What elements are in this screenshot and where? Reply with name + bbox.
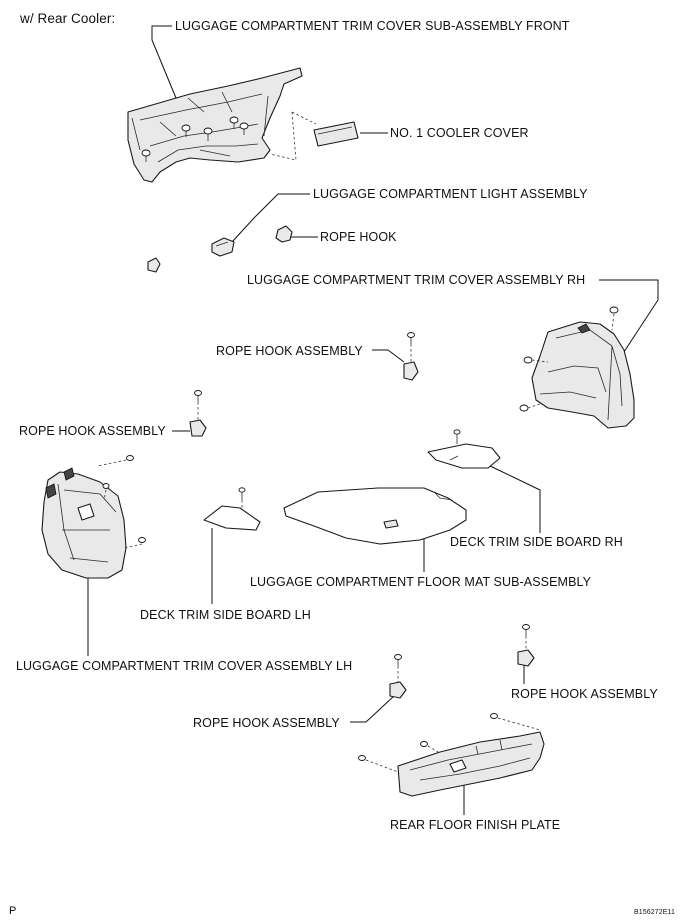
label-rope-hook-assembly-1: ROPE HOOK ASSEMBLY — [216, 344, 363, 358]
trim-cover-rh-part — [519, 306, 635, 429]
label-trim-cover-rh: LUGGAGE COMPARTMENT TRIM COVER ASSEMBLY … — [247, 273, 586, 287]
label-floor-mat: LUGGAGE COMPARTMENT FLOOR MAT SUB-ASSEMB… — [250, 575, 592, 589]
rope-hook-part — [275, 225, 293, 243]
light-assembly-part — [211, 237, 235, 257]
label-rope-hook-assembly-3: ROPE HOOK ASSEMBLY — [193, 716, 340, 730]
label-trim-cover-front: LUGGAGE COMPARTMENT TRIM COVER SUB-ASSEM… — [175, 19, 570, 33]
label-rope-hook-assembly-4: ROPE HOOK ASSEMBLY — [511, 687, 658, 701]
floor-mat-part — [283, 487, 467, 545]
rope-hook-assembly-4-part — [517, 624, 535, 667]
label-cooler-cover: NO. 1 COOLER COVER — [390, 126, 529, 140]
label-trim-cover-lh: LUGGAGE COMPARTMENT TRIM COVER ASSEMBLY … — [16, 659, 353, 673]
label-rear-finish-plate: REAR FLOOR FINISH PLATE — [390, 818, 561, 832]
trim-cover-front-part — [127, 67, 317, 183]
figure-code: B156272E11 — [634, 909, 675, 916]
leader-light-assembly — [231, 193, 310, 243]
rear-finish-plate-part — [358, 713, 545, 797]
label-deck-board-lh: DECK TRIM SIDE BOARD LH — [140, 608, 311, 622]
label-rope-hook-assembly-2: ROPE HOOK ASSEMBLY — [19, 424, 166, 438]
leader-deck-board-rh — [485, 463, 541, 533]
leader-trim-cover-front — [151, 25, 177, 99]
trim-cover-lh-part — [41, 455, 146, 579]
rope-hook-assembly-2-part — [189, 390, 207, 437]
leader-rope-hook-assembly-1 — [372, 349, 405, 363]
label-deck-board-rh: DECK TRIM SIDE BOARD RH — [450, 535, 623, 549]
deck-board-lh-part — [203, 487, 261, 531]
rope-hook-assembly-1-part — [403, 332, 419, 381]
label-rope-hook: ROPE HOOK — [320, 230, 397, 244]
leader-trim-cover-rh — [599, 279, 659, 359]
rope-hook-assembly-3-part — [389, 654, 407, 699]
leader-rope-hook-assembly-3 — [350, 695, 395, 723]
deck-board-rh-part — [427, 429, 501, 469]
clip-part — [147, 257, 161, 273]
cooler-cover-part — [313, 121, 359, 147]
diagram-title: w/ Rear Cooler: — [20, 11, 116, 26]
label-light-assembly: LUGGAGE COMPARTMENT LIGHT ASSEMBLY — [313, 187, 588, 201]
page-marker: P — [9, 905, 17, 917]
